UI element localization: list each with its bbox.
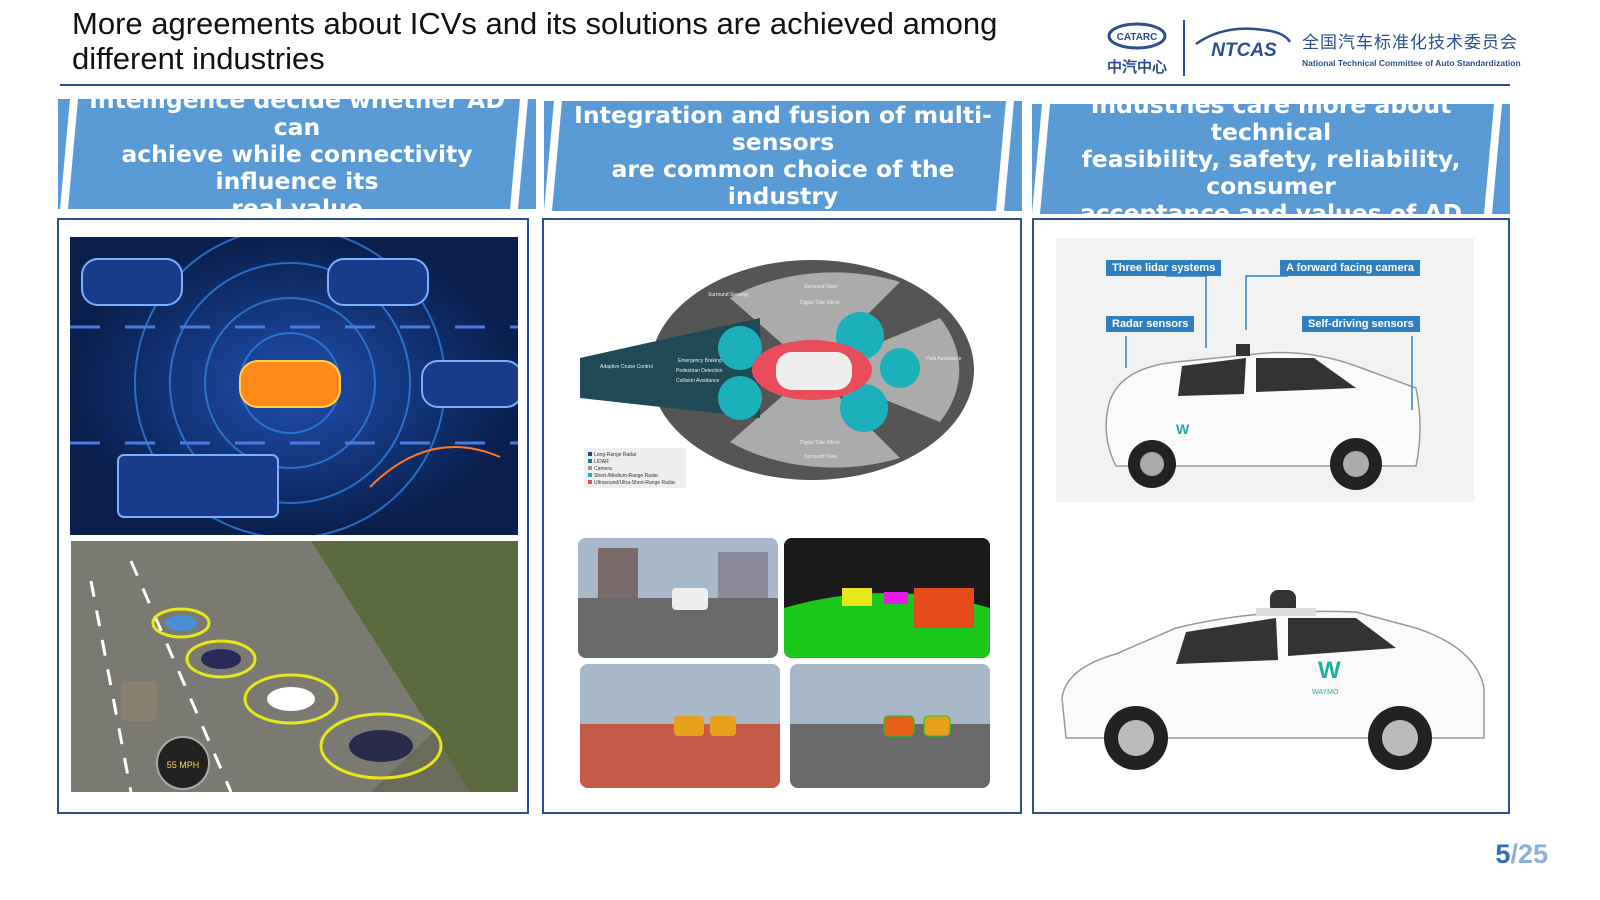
column-2-panel: Surround Sensing Surround View Digital S… <box>542 218 1022 814</box>
sensor-label-digital-mirror-bottom: Digital Side Mirror <box>800 440 840 446</box>
slide-title: More agreements about ICVs and its solut… <box>72 6 998 76</box>
sensor-label-emergency-braking: Emergency Braking <box>678 358 722 364</box>
page-number: 5/25 <box>1495 839 1548 870</box>
page-current: 5 <box>1495 839 1511 869</box>
column-1-heading-banner: Intelligence decide whether AD can achie… <box>58 99 536 209</box>
page-separator: / <box>1510 839 1518 869</box>
ntcas-logo-text: NTCAS <box>1211 40 1277 61</box>
column-1-heading: Intelligence decide whether AD can achie… <box>89 99 505 209</box>
logo-divider <box>1183 20 1185 76</box>
column-1-panel: 55 MPH <box>57 218 529 814</box>
sensor-label-digital-mirror-top: Digital Side Mirror <box>800 300 840 306</box>
fused-camera-lidar-image-2 <box>790 664 990 788</box>
banner-2-shape <box>544 101 1022 211</box>
waymo-minivan-logo: W <box>1176 421 1190 437</box>
banner-3-shape <box>1032 104 1510 214</box>
highway-v2v-image: 55 MPH <box>71 541 518 792</box>
column-2-heading-banner: Integration and fusion of multi-sensors … <box>544 101 1022 211</box>
callout-self-driving-sensors: Self-driving sensors <box>1302 316 1420 332</box>
column-3-heading: Industries care more about technical fea… <box>1079 104 1463 214</box>
legend-camera: Camera <box>594 466 612 472</box>
legend-ultrasound: Ultrasound/Ultra-Short-Range Radar <box>594 480 675 486</box>
camera-view-image <box>578 538 778 658</box>
sensor-label-pedestrian: Pedestrian Detection <box>676 368 723 374</box>
speed-overlay-text: 55 MPH <box>167 760 200 770</box>
banner-1-shape <box>58 99 536 209</box>
callout-forward-camera: A forward facing camera <box>1280 260 1420 276</box>
sensor-coverage-diagram: Surround Sensing Surround View Digital S… <box>580 258 984 494</box>
svg-text:W: W <box>1318 657 1341 684</box>
title-divider <box>60 84 1510 86</box>
callout-three-lidar: Three lidar systems <box>1106 260 1222 276</box>
catarc-logo: CATARC 中汽中心 <box>1107 22 1167 76</box>
sensor-label-surround-view-bottom: Surround View <box>804 454 837 460</box>
ntcas-logo: NTCAS <box>1195 27 1292 61</box>
catarc-logo-cn: 中汽中心 <box>1107 58 1167 76</box>
waymo-suv-image: W WAYMO <box>1056 568 1486 790</box>
sensor-label-park-assist: Park Assistance <box>926 356 962 362</box>
sensor-label-acc: Adaptive Cruise Control <box>600 364 653 370</box>
lidar-pointcloud-image <box>784 538 990 658</box>
legend-short-medium-radar: Short-/Medium-Range Radar <box>594 473 659 479</box>
org-name-cn: 全国汽车标准化技术委员会 <box>1302 33 1518 53</box>
waymo-minivan-sensors-image: W Three lidar systems A forward facing c… <box>1056 238 1474 502</box>
callout-radar-sensors: Radar sensors <box>1106 316 1195 332</box>
sensor-label-surround-sensing: Surround Sensing <box>708 292 748 298</box>
sensor-label-collision: Collision Avoidance <box>676 378 719 384</box>
fused-camera-lidar-image-1 <box>580 664 780 788</box>
waymo-brand-text: WAYMO <box>1312 689 1339 696</box>
connected-cars-radar-image <box>70 237 518 535</box>
column-3-heading-banner: Industries care more about technical fea… <box>1032 104 1510 214</box>
column-3-panel: W Three lidar systems A forward facing c… <box>1032 218 1510 814</box>
org-name-en: National Technical Committee of Auto Sta… <box>1302 58 1521 68</box>
sensor-label-surround-view-top: Surround View <box>804 284 837 290</box>
column-2-heading: Integration and fusion of multi-sensors … <box>574 101 992 210</box>
legend-long-range-radar: Long-Range Radar <box>594 452 637 458</box>
legend-lidar: LIDAR <box>594 459 609 465</box>
catarc-logo-text: CATARC <box>1117 32 1158 43</box>
page-total: 25 <box>1517 839 1548 869</box>
